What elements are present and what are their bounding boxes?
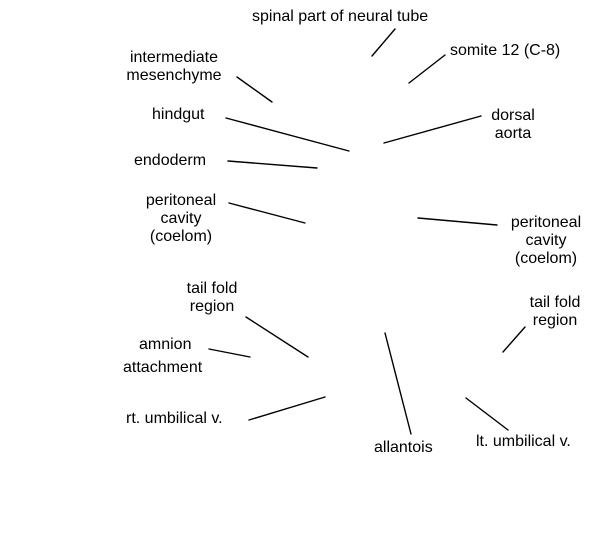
leader-lt-umbilical	[465, 397, 509, 431]
leader-dorsal-aorta	[383, 115, 482, 144]
leader-endoderm	[227, 160, 318, 169]
label-dorsal-aorta: dorsal aorta	[491, 107, 535, 142]
leader-spinal	[371, 28, 396, 57]
leader-peritoneal-right	[417, 217, 498, 226]
leader-tail-fold-left	[245, 316, 309, 358]
label-allantois: allantois	[374, 439, 433, 456]
label-peritoneal-cavity-left: peritoneal cavity (coelom)	[145, 192, 217, 245]
leader-peritoneal-left	[228, 202, 306, 224]
label-peritoneal-cavity-right: peritoneal cavity (coelom)	[510, 214, 582, 267]
leader-allantois	[384, 332, 412, 435]
leader-hindgut	[225, 117, 350, 152]
label-endoderm: endoderm	[134, 152, 207, 169]
leader-rt-umbilical	[248, 396, 326, 421]
leader-tail-fold-right	[502, 326, 526, 353]
label-lt-umbilical-vein: lt. umbilical v.	[476, 433, 571, 450]
label-somite: somite 12 (C-8)	[450, 42, 561, 59]
label-rt-umbilical-vein: rt. umbilical v.	[126, 410, 223, 427]
label-tail-fold-region-left: tail fold region	[186, 280, 238, 315]
leader-intermediate	[236, 76, 273, 103]
label-tail-fold-region-right: tail fold region	[529, 294, 581, 329]
label-amnion-attachment: amnion attachment	[123, 336, 203, 376]
label-intermediate-mesenchyme: intermediate mesenchyme	[126, 49, 222, 84]
label-spinal-neural-tube: spinal part of neural tube	[252, 8, 429, 25]
leader-amnion	[208, 348, 251, 358]
leader-somite	[408, 54, 446, 84]
label-hindgut: hindgut	[152, 106, 205, 123]
